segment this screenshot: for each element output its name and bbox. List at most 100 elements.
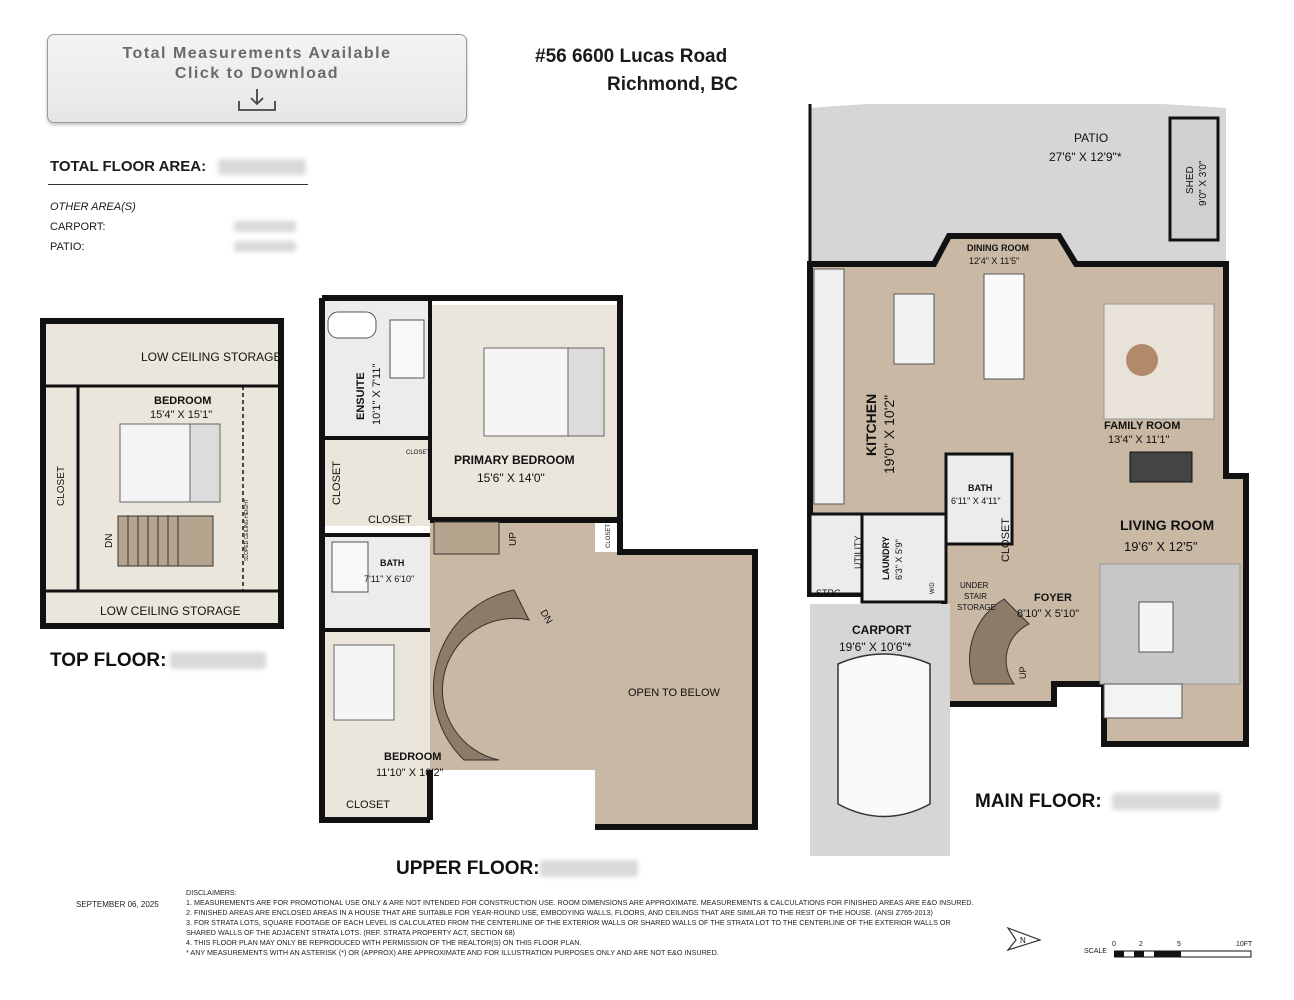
address-line-1: #56 6600 Lucas Road [535,46,728,67]
disclaimer-line: 1. MEASUREMENTS ARE FOR PROMOTIONAL USE … [186,898,974,907]
upper-wall-left [319,298,430,823]
download-measurements-button[interactable]: Total Measurements Available Click to Do… [47,34,467,123]
kitchen-label: KITCHEN [863,394,879,456]
other-areas-label: OTHER AREA(S) [50,201,136,213]
top-bed-pillows [189,423,221,503]
dining-label: DINING ROOM [967,243,1029,253]
main-spiral-stair [969,598,1030,685]
disclaimers: DISCLAIMERS: 1. MEASUREMENTS ARE FOR PRO… [186,888,986,958]
scale-bar [1114,950,1252,958]
wd-label: W/D [930,582,936,594]
family-rug [1103,303,1215,420]
under-stair-label-3: STORAGE [957,603,996,612]
main-up-label: UP [1018,666,1028,679]
patio-dim: 27'6" X 12'9"* [1049,150,1122,164]
closet-small-label: CLOSET [406,450,430,456]
living-dim: 19'6" X 12'5" [1124,539,1198,554]
patio-area-label: PATIO: [50,241,85,253]
total-floor-area-label: TOTAL FLOOR AREA: [50,158,207,175]
living-coffee-table [1138,601,1174,653]
upper-floor-title: UPPER FLOOR: [396,858,540,879]
carport-car [837,653,931,818]
scale-tick-10: 10FT [1236,941,1253,948]
kitchen-dim: 19'0" X 10'2" [881,395,897,474]
upper-wall-top [322,295,623,520]
main-bath-dim: 6'11" X 4'11" [951,496,1001,506]
scale-tick-5: 5 [1177,941,1181,948]
dining-dim: 12'4" X 11'5" [969,256,1019,266]
carport-label: CARPORT [852,623,912,637]
main-bath-label: BATH [968,483,992,493]
dining-table [983,273,1025,380]
shed [1168,116,1220,242]
ensuite-shower [389,319,425,379]
top-floor-title: TOP FLOOR: [50,650,167,671]
top-floor-area-redacted [170,652,266,669]
upper-wall-right [430,517,758,830]
download-line-1: Total Measurements Available [122,45,392,62]
kitchen-island [893,293,935,365]
scale-label: SCALE [1084,948,1107,955]
closet-d-label: CLOSET [346,799,390,811]
fireplace [1129,451,1193,483]
plan-date: SEPTEMBER 06, 2025 [76,900,159,909]
shed-dim: 9'0" X 3'0" [1198,160,1209,206]
closet-b-label: CLOSET [368,514,412,526]
top-bedroom-dim: 15'4" X 15'1" [150,409,212,421]
utility [808,512,864,596]
main-bath [944,452,1014,546]
disclaimer-line: SHARED WALLS OF THE ADJACENT STRATA LOTS… [186,928,515,937]
under-stair-label-2: STAIR [964,592,987,601]
upper-bath-dim: 7'11" X 6'10" [364,574,414,584]
upper-bedroom-label: BEDROOM [384,751,441,763]
north-arrow-icon: N [1006,926,1042,952]
disclaimer-line: 2. FINISHED AREAS ARE ENCLOSED AREAS IN … [186,908,933,917]
primary-bed-pillows [567,347,605,437]
living-sofa [1103,683,1183,719]
upper-up-label: UP [508,532,519,546]
disclaimer-line: DISCLAIMERS: [186,888,237,897]
ensuite-label: ENSUITE [355,372,367,420]
upper-bath-shower [331,541,369,593]
open-below-fill [595,552,755,827]
patio-fill [810,104,1226,264]
scale-tick-0: 0 [1112,941,1116,948]
total-floor-area-value-redacted [218,159,306,175]
main-closet-label: CLOSET [1000,518,1012,562]
laundry [860,512,948,604]
scale-tick-2: 2 [1139,941,1143,948]
main-floor-title: MAIN FLOOR: [975,791,1102,812]
upper-floor-area-redacted [540,860,638,877]
download-line-2: Click to Download [174,65,340,82]
shed-label: SHED [1185,166,1196,194]
primary-bedroom-label: PRIMARY BEDROOM [454,453,575,467]
carport-area-label: CARPORT: [50,221,106,233]
under-stair-label-1: UNDER [960,581,989,590]
carport-dim: 19'6" X 10'6"* [839,640,912,654]
disclaimer-line: 4. THIS FLOOR PLAN MAY ONLY BE REPRODUCE… [186,938,582,947]
download-icon [238,89,276,111]
patio-area-value-redacted [234,241,296,252]
primary-bedroom-dim: 15'6" X 14'0" [477,471,545,485]
disclaimer-line: * ANY MEASUREMENTS WITH AN ASTERISK (*) … [186,948,719,957]
upper-bedroom-dim: 11'10" X 10'2" [376,767,444,779]
foyer-dim: 8'10" X 5'10" [1017,608,1079,620]
foyer-label: FOYER [1034,592,1072,604]
living-label: LIVING ROOM [1120,517,1214,533]
upper-up-stair [433,521,500,555]
north-label: N [1020,936,1026,945]
closet-a-label: CLOSET [331,461,343,505]
top-storage-label-1: LOW CEILING STORAGE [141,350,281,364]
disclaimer-line: 3. FOR STRATA LOTS, SQUARE FOOTAGE OF EA… [186,918,951,927]
upper-bath-label: BATH [380,558,404,568]
laundry-dim: 6'3" X 5'9" [894,539,904,580]
top-floor-plan: LOW CEILING STORAGE BEDROOM 15'4" X 15'1… [40,318,284,629]
top-sloped-label: SLOPED CEILING HEIGHT [244,499,250,561]
family-dim: 13'4" X 11'1" [1108,434,1169,446]
laundry-label: LAUNDRY [881,536,891,580]
ensuite-tub [327,311,377,339]
carport-area-value-redacted [234,221,296,232]
ensuite-dim: 10'1" X 7'11" [371,364,383,425]
top-dn-label: DN [104,534,115,548]
family-label: FAMILY ROOM [1104,420,1180,432]
